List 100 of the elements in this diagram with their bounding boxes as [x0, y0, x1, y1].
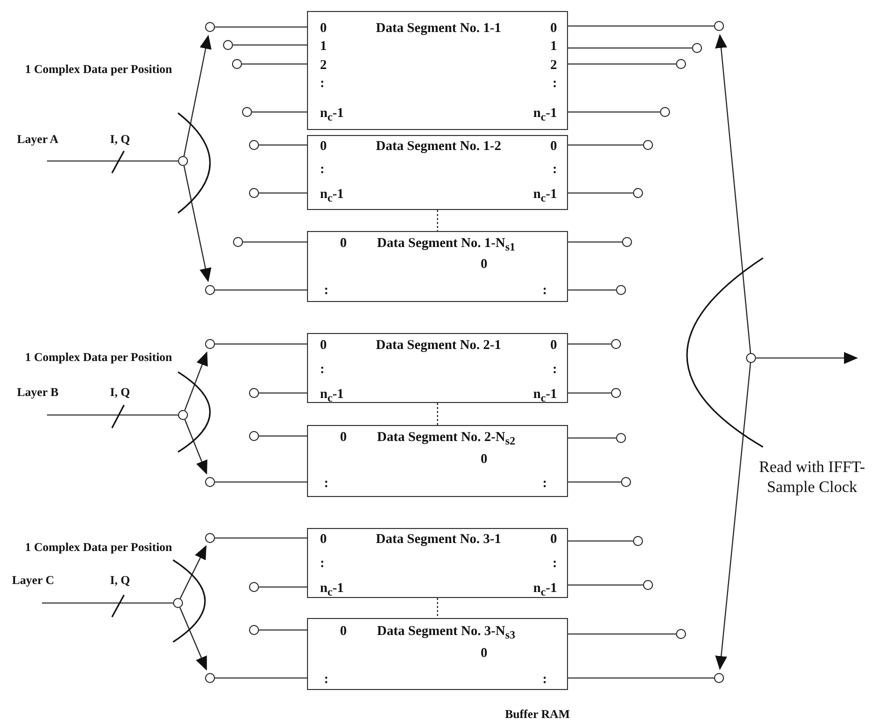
data-segment-box: [307, 528, 568, 598]
terminal-circle: [633, 188, 643, 198]
terminal-circle: [249, 140, 259, 150]
terminal-circle: [714, 673, 724, 683]
wire: [252, 111, 307, 113]
terminal-circle: [611, 388, 621, 398]
label: 1 Complex Data per Position: [25, 540, 172, 554]
wire: [568, 289, 616, 291]
label: Layer C: [12, 573, 54, 587]
position-index: :: [320, 161, 324, 177]
wire: [568, 540, 633, 542]
arrow: [756, 352, 858, 364]
terminal-circle: [242, 107, 252, 117]
segment-title: Data Segment No. 1-2: [376, 138, 502, 154]
wire: [42, 602, 173, 604]
data-segment-box: [307, 618, 568, 690]
label: I, Q: [110, 132, 130, 146]
switch-pivot-circle: [746, 353, 756, 363]
dotted-line: [436, 210, 438, 231]
label: 1 Complex Data per Position: [25, 62, 172, 76]
position-index: n$_{c}$-1: [533, 105, 557, 126]
wire: [47, 414, 178, 416]
terminal-circle: [249, 582, 259, 592]
terminal-circle: [249, 388, 259, 398]
position-index: 0: [480, 645, 488, 661]
position-index: :: [552, 361, 557, 377]
dotted-line: [436, 598, 438, 618]
arrow: [715, 34, 752, 354]
data-segment-box: [307, 333, 568, 403]
wire: [568, 392, 611, 394]
wire: [568, 633, 676, 635]
terminal-circle: [205, 477, 215, 487]
wire: [259, 144, 307, 146]
terminal-circle: [714, 21, 724, 31]
wire: [233, 44, 307, 46]
data-segment-box: [307, 425, 568, 497]
position-index: n$_{c}$-1: [320, 386, 344, 407]
wire: [215, 677, 307, 679]
label: Buffer RAM: [505, 707, 570, 721]
position-index: :: [552, 555, 557, 571]
wire: [568, 481, 621, 483]
terminal-circle: [616, 285, 626, 295]
wire: [215, 343, 307, 345]
switch-pivot-circle: [178, 410, 188, 420]
position-index: 0: [320, 20, 327, 36]
position-index: :: [324, 475, 328, 491]
wire: [243, 241, 307, 243]
terminal-circle: [232, 59, 242, 69]
wire: [259, 435, 307, 437]
terminal-circle: [249, 188, 259, 198]
segment-title: Data Segment No. 3-1: [376, 531, 502, 547]
terminal-circle: [205, 22, 215, 32]
wire: [259, 192, 307, 194]
terminal-circle: [622, 237, 632, 247]
wire: [568, 25, 714, 27]
dotted-line: [436, 403, 438, 425]
annotation: Read with IFFT- Sample Clock: [758, 458, 866, 498]
wire: [47, 160, 178, 162]
position-index: n$_{c}$-1: [533, 186, 557, 207]
wire: [568, 241, 622, 243]
wire: [568, 584, 643, 586]
position-index: :: [324, 282, 328, 298]
position-index: :: [320, 75, 324, 91]
terminal-circle: [205, 285, 215, 295]
segment-title: Data Segment No. 1-1: [376, 20, 502, 36]
position-index: 0: [480, 256, 488, 272]
label: Layer A: [17, 132, 58, 146]
wire: [568, 343, 611, 345]
arrow: [715, 362, 752, 670]
wire: [259, 392, 307, 394]
wire: [215, 481, 307, 483]
position-index: 1: [550, 38, 557, 54]
terminal-circle: [643, 140, 653, 150]
terminal-circle: [205, 673, 215, 683]
position-index: :: [542, 671, 547, 687]
wire: [568, 192, 633, 194]
position-index: :: [324, 671, 328, 687]
position-index: :: [552, 161, 557, 177]
position-index: 0: [340, 429, 347, 445]
label: Layer B: [17, 385, 58, 399]
terminal-circle: [249, 431, 259, 441]
wire: [568, 677, 714, 679]
position-index: 0: [320, 337, 327, 353]
arrow: [184, 351, 208, 411]
position-index: :: [542, 282, 547, 298]
terminal-circle: [233, 237, 243, 247]
position-index: 0: [550, 20, 557, 36]
position-index: :: [320, 361, 324, 377]
terminal-circle: [205, 339, 215, 349]
terminal-circle: [676, 629, 686, 639]
position-index: 2: [550, 57, 557, 73]
segment-title: Data Segment No. 2-1: [376, 337, 502, 353]
terminal-circle: [205, 533, 215, 543]
terminal-circle: [621, 477, 631, 487]
terminal-circle: [643, 580, 653, 590]
switch-pivot-circle: [178, 156, 188, 166]
wire: [568, 47, 692, 49]
position-index: 0: [320, 138, 327, 154]
terminal-circle: [223, 40, 233, 50]
wire: [242, 63, 307, 65]
